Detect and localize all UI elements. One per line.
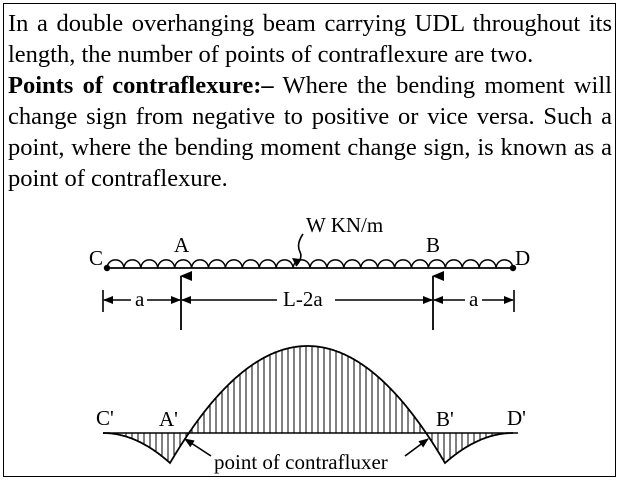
load-pointer (295, 233, 304, 267)
definition-paragraph: Points of contraflexure:– Where the bend… (8, 70, 612, 194)
dim-right-overhang: a (469, 287, 479, 311)
label-b-prime: B' (436, 407, 454, 431)
bending-moment-diagram (103, 345, 518, 465)
contraflexure-annotation: point of contrafluxer (214, 450, 388, 474)
beam (103, 259, 517, 272)
content-border (3, 3, 616, 477)
load-pointer-arrowhead (292, 258, 300, 266)
label-c-prime: C' (96, 406, 114, 430)
label-b: B (426, 233, 440, 257)
contraflexure-arrow-right (404, 438, 429, 457)
label-a-prime: A' (159, 407, 178, 431)
definition-body: Where the bending moment will change sig… (8, 72, 612, 192)
definition-term: Points of contraflexure:– (8, 72, 274, 99)
dim-span: L-2a (283, 287, 323, 311)
dim-left-overhang: a (135, 287, 145, 311)
bmd-hatching (125, 346, 493, 462)
udl-load-loops (106, 259, 514, 269)
label-c: C (89, 246, 103, 270)
end-d-dot (509, 264, 517, 272)
label-d: D (515, 246, 530, 270)
label-a: A (174, 233, 190, 257)
bmd-curve (103, 345, 513, 465)
load-label: W KN/m (306, 213, 383, 237)
contraflexure-arrow-left (184, 438, 212, 457)
end-c-dot (103, 264, 111, 272)
dimension-lines (102, 290, 515, 312)
label-d-prime: D' (507, 406, 526, 430)
intro-paragraph: In a double overhanging beam carrying UD… (8, 10, 612, 68)
explanation-text: In a double overhanging beam carrying UD… (8, 8, 612, 194)
